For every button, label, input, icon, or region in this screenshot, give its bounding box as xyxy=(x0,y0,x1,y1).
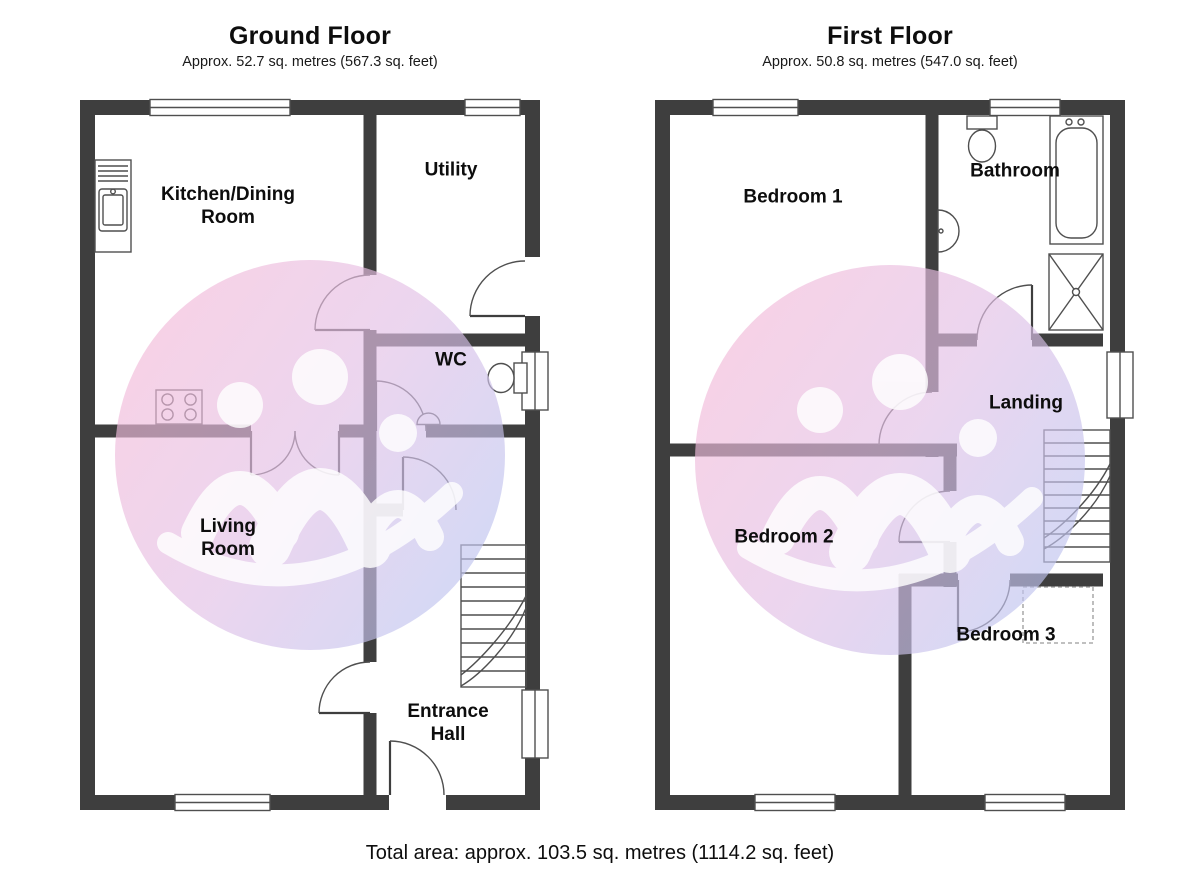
kitchen-sink-counter xyxy=(94,159,132,253)
kitchen-hob xyxy=(155,389,203,425)
wc-toilet xyxy=(487,362,528,394)
ground-staircase xyxy=(460,544,527,688)
first-interior-walls xyxy=(663,113,1103,797)
ground-outer-walls xyxy=(80,100,540,810)
bathroom-toilet xyxy=(966,115,998,163)
bathroom-basin xyxy=(937,209,960,253)
ground-floor-title: Ground Floor xyxy=(228,22,392,50)
room-label-landing: Landing xyxy=(989,392,1063,414)
first-windows xyxy=(712,98,1134,812)
first-staircase xyxy=(1043,429,1111,563)
ground-floor-area: Approx. 52.7 sq. metres (567.3 sq. feet) xyxy=(182,54,438,70)
wc-basin xyxy=(416,412,441,426)
first-floor-header: First Floor Approx. 50.8 sq. metres (547… xyxy=(645,22,1135,70)
first-floor-title: First Floor xyxy=(827,22,953,50)
room-label-living-room: Living Room xyxy=(200,515,256,560)
ground-exterior-door-openings xyxy=(389,257,541,811)
room-label-utility: Utility xyxy=(424,159,478,181)
bathroom-shower xyxy=(1048,253,1104,331)
first-floor-plan xyxy=(655,98,1134,812)
ground-floor-header: Ground Floor Approx. 52.7 sq. metres (56… xyxy=(70,22,550,70)
total-area-text: Total area: approx. 103.5 sq. metres (11… xyxy=(365,842,835,864)
room-label-bedroom2: Bedroom 2 xyxy=(734,526,834,548)
ground-windows xyxy=(149,98,549,812)
room-label-bedroom1: Bedroom 1 xyxy=(743,186,843,208)
first-floor-area: Approx. 50.8 sq. metres (547.0 sq. feet) xyxy=(762,54,1018,70)
bathroom-bathtub xyxy=(1049,115,1104,245)
room-label-bedroom3: Bedroom 3 xyxy=(956,624,1056,646)
first-outer-walls xyxy=(655,100,1125,810)
room-label-kitchen-dining: Kitchen/Dining Room xyxy=(160,183,296,228)
room-label-wc: WC xyxy=(435,349,467,371)
room-label-entrance-hall: Entrance Hall xyxy=(407,700,489,745)
room-label-bathroom: Bathroom xyxy=(970,160,1060,182)
